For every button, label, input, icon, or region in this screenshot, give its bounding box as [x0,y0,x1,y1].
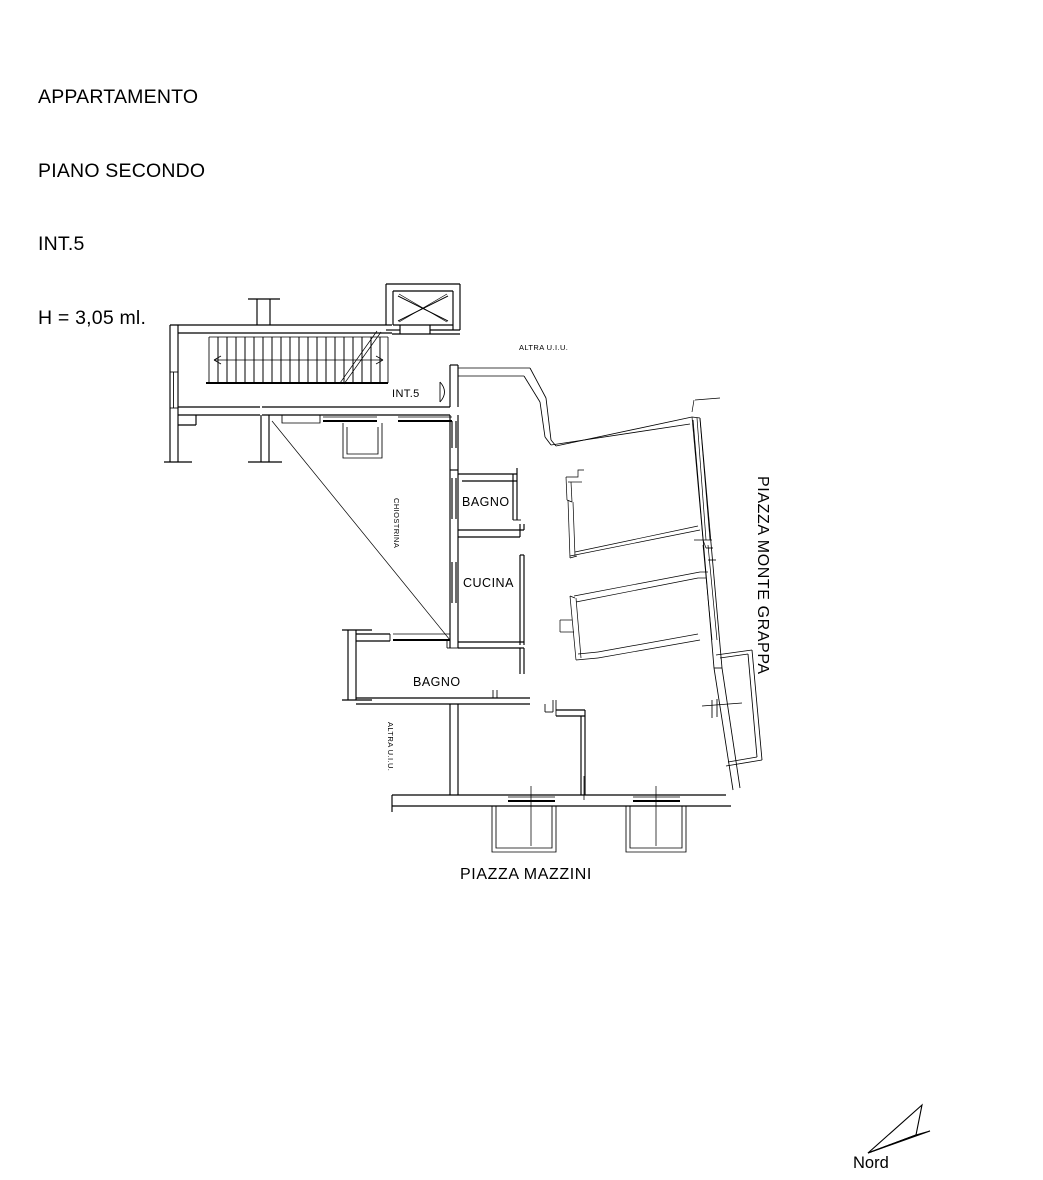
adjacent-unit-left-label: ALTRA U.I.U. [386,722,395,771]
stair-direction-arrow [213,355,384,365]
street-label-piazza-monte-grappa: PIAZZA MONTE GRAPPA [754,476,771,675]
adjacent-unit-upper [559,397,721,661]
title-line-appartamento: APPARTAMENTO [38,86,199,108]
title-block: APPARTAMENTO PIANO SECONDO INT.5 H = 3,0… [38,36,205,379]
entrance-door-int5: INT.5 [392,381,445,403]
north-label: Nord [853,1154,889,1172]
room-bagno-2: BAGNO [342,629,530,705]
stair-break-line [339,330,382,385]
lower-rooms-and-south-facade [391,700,731,853]
rooms-bagno1-cucina: BAGNO CUCINA [449,468,525,674]
apartment-outer-walls [449,364,701,470]
title-line-piano: PIANO SECONDO [38,159,206,182]
room-label-chiostrina: CHIOSTRINA [392,498,401,548]
elevator-shaft [385,283,461,335]
north-arrow-icon [867,1103,931,1154]
entrance-unit-label: INT.5 [392,388,420,400]
chiostrina-area: CHIOSTRINA [271,420,451,641]
east-wall-and-balcony [692,417,763,791]
stairwell-block [164,298,452,463]
street-label-piazza-mazzini: PIAZZA MAZZINI [460,866,592,883]
title-line-interno: INT.5 [38,233,85,255]
title-line-height: H = 3,05 ml. [38,306,147,329]
room-label-cucina: CUCINA [463,576,514,590]
adjacent-unit-top-label: ALTRA U.I.U. [519,343,568,352]
room-label-bagno-2: BAGNO [413,675,461,689]
room-label-bagno-1: BAGNO [462,495,510,509]
